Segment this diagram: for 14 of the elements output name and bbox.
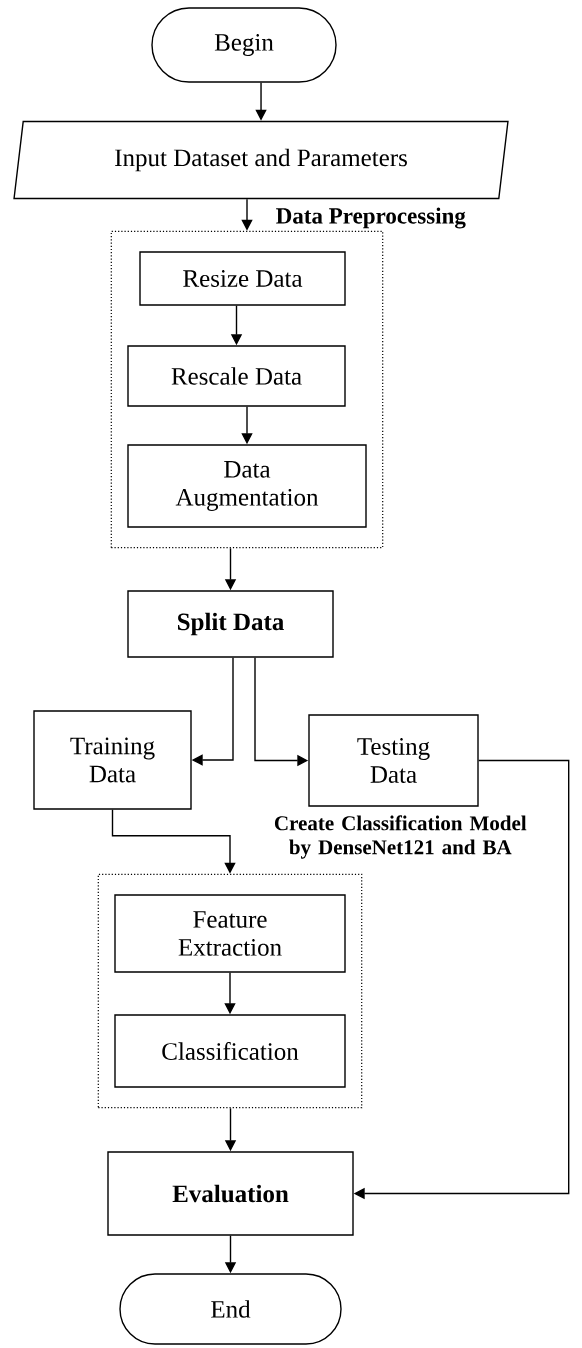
process-box: Evaluation: [107, 1151, 354, 1236]
group-heading: Data Preprocessing: [276, 207, 466, 229]
process-box: Resize Data: [139, 251, 346, 306]
input-parallelogram: Input Dataset and Parameters: [13, 120, 509, 200]
group-heading: Create Classification Model by DenseNet121 and BA: [274, 815, 527, 859]
process-box: Feature Extraction: [114, 894, 346, 973]
terminal-box: End: [119, 1273, 342, 1345]
process-box: Training Data: [33, 710, 192, 810]
process-box: Testing Data: [308, 714, 479, 807]
process-box: Classification: [114, 1014, 346, 1088]
process-box: Data Augmentation: [127, 444, 367, 528]
process-box: Split Data: [127, 590, 334, 658]
process-box: Rescale Data: [127, 345, 346, 407]
terminal-box: Begin: [151, 7, 337, 83]
